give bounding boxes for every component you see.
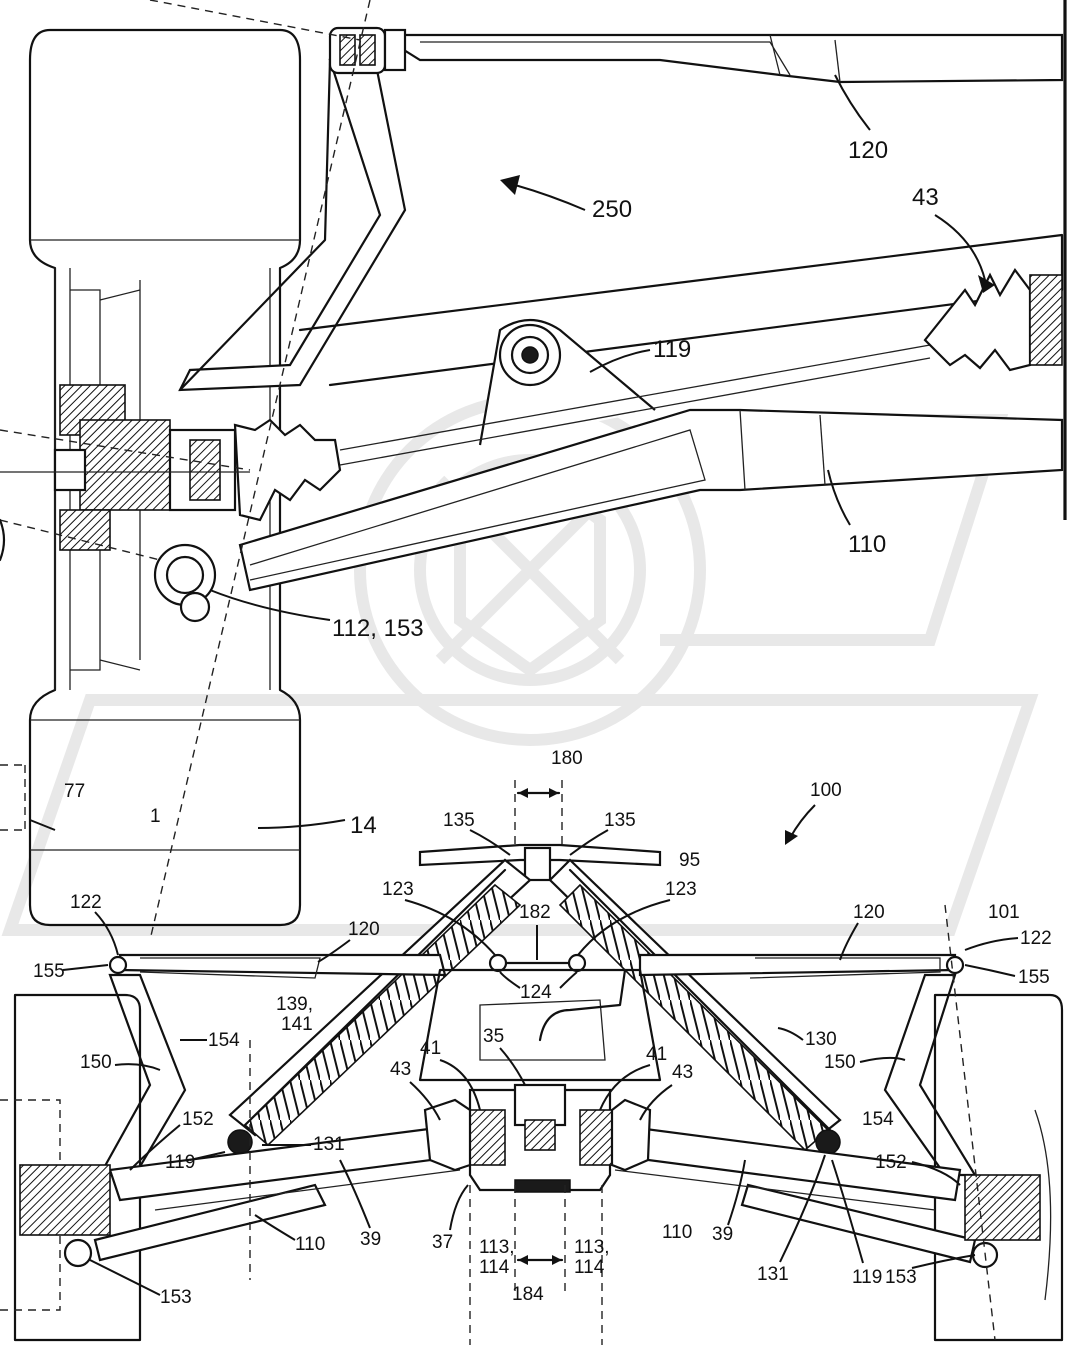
chassis-member [298, 233, 1064, 387]
label-182: 182 [519, 902, 551, 923]
upper-control-arm-120 [376, 33, 1064, 84]
label-14: 14 [350, 812, 377, 839]
label-110-left: 110 [295, 1234, 325, 1255]
label-180: 180 [551, 748, 583, 769]
label-120-left: 120 [348, 919, 380, 940]
label-184: 184 [512, 1284, 544, 1305]
label-122-right: 122 [1020, 928, 1052, 949]
label-123-left: 123 [382, 879, 414, 900]
label-153-left: 153 [160, 1287, 192, 1308]
label-154-right: 154 [862, 1109, 894, 1130]
label-131-right: 131 [757, 1264, 789, 1285]
wheel-right [933, 993, 1064, 1342]
label-152-right: 152 [875, 1152, 907, 1173]
label-152-left: 152 [182, 1109, 214, 1130]
chassis-housing [418, 968, 662, 1082]
lower-arm-right-110 [740, 1183, 977, 1264]
hub-left [19, 1164, 111, 1236]
cv-boot-43 [923, 268, 1032, 372]
lower-arm-left-110 [93, 1183, 327, 1262]
label-155-left: 155 [33, 961, 65, 982]
label-135-right: 135 [604, 810, 636, 831]
label-110: 110 [848, 531, 886, 558]
label-131-left: 131 [313, 1134, 345, 1155]
label-114-left: 114 [479, 1257, 510, 1278]
label-113-right: 113, [574, 1237, 610, 1258]
wheel-14 [28, 28, 302, 927]
label-135-left: 135 [443, 810, 475, 831]
label-119-right: 119 [852, 1267, 882, 1288]
label-153-right: 153 [885, 1267, 917, 1288]
label-39-right: 39 [712, 1224, 733, 1245]
label-124: 124 [520, 982, 552, 1003]
label-123-right: 123 [665, 879, 697, 900]
label-155-right: 155 [1018, 967, 1050, 988]
label-43: 43 [912, 184, 939, 211]
cv-boot-outer [233, 418, 342, 522]
label-39-left: 39 [360, 1229, 381, 1250]
label-41-left: 41 [420, 1038, 441, 1059]
label-95: 95 [679, 850, 700, 871]
lower-ball-joint [153, 543, 217, 623]
steering-axis [149, 0, 371, 941]
drive-shaft [233, 268, 1063, 522]
label-77: 77 [64, 781, 85, 802]
label-112-153: 112, 153 [332, 615, 424, 642]
label-41-right: 41 [646, 1044, 667, 1065]
detail-view-250: 120 250 43 119 110 112, 153 77 1 14 [0, 0, 1067, 941]
hub-right [964, 1174, 1041, 1241]
label-139: 139, [276, 994, 313, 1015]
knuckle-upright [178, 58, 407, 392]
hub-assembly [53, 384, 237, 551]
label-43-left: 43 [390, 1059, 411, 1080]
label-150-right: 150 [824, 1052, 856, 1073]
knuckle-left-154 [98, 973, 187, 1177]
label-35: 35 [483, 1026, 504, 1047]
label-154-left: 154 [208, 1030, 240, 1051]
front-view-100: 180 100 135 135 95 123 123 182 [0, 748, 1064, 1345]
label-120-right: 120 [853, 902, 885, 923]
label-119-left: 119 [165, 1152, 195, 1173]
label-141: 141 [281, 1014, 313, 1035]
label-1x: 1 [150, 806, 161, 827]
shock-absorber-left [227, 858, 532, 1155]
label-150-left: 150 [80, 1052, 112, 1073]
label-122-left: 122 [70, 892, 102, 913]
lower-control-arm-110 [238, 408, 1064, 592]
label-100: 100 [810, 780, 842, 801]
label-119: 119 [653, 336, 691, 363]
label-120: 120 [848, 137, 888, 164]
differential-37 [423, 1083, 652, 1193]
label-43-right: 43 [672, 1062, 693, 1083]
label-250: 250 [592, 196, 632, 223]
label-110-mid: 110 [662, 1222, 692, 1243]
shock-mount-119 [478, 319, 656, 446]
label-114-right: 114 [574, 1257, 605, 1278]
upper-ball-joint [328, 26, 407, 75]
shock-absorber-right [548, 858, 842, 1155]
knuckle-right-154 [883, 973, 977, 1177]
label-37: 37 [432, 1232, 453, 1253]
label-101: 101 [988, 902, 1020, 923]
label-113-left: 113, [479, 1237, 515, 1258]
label-130: 130 [805, 1029, 837, 1050]
